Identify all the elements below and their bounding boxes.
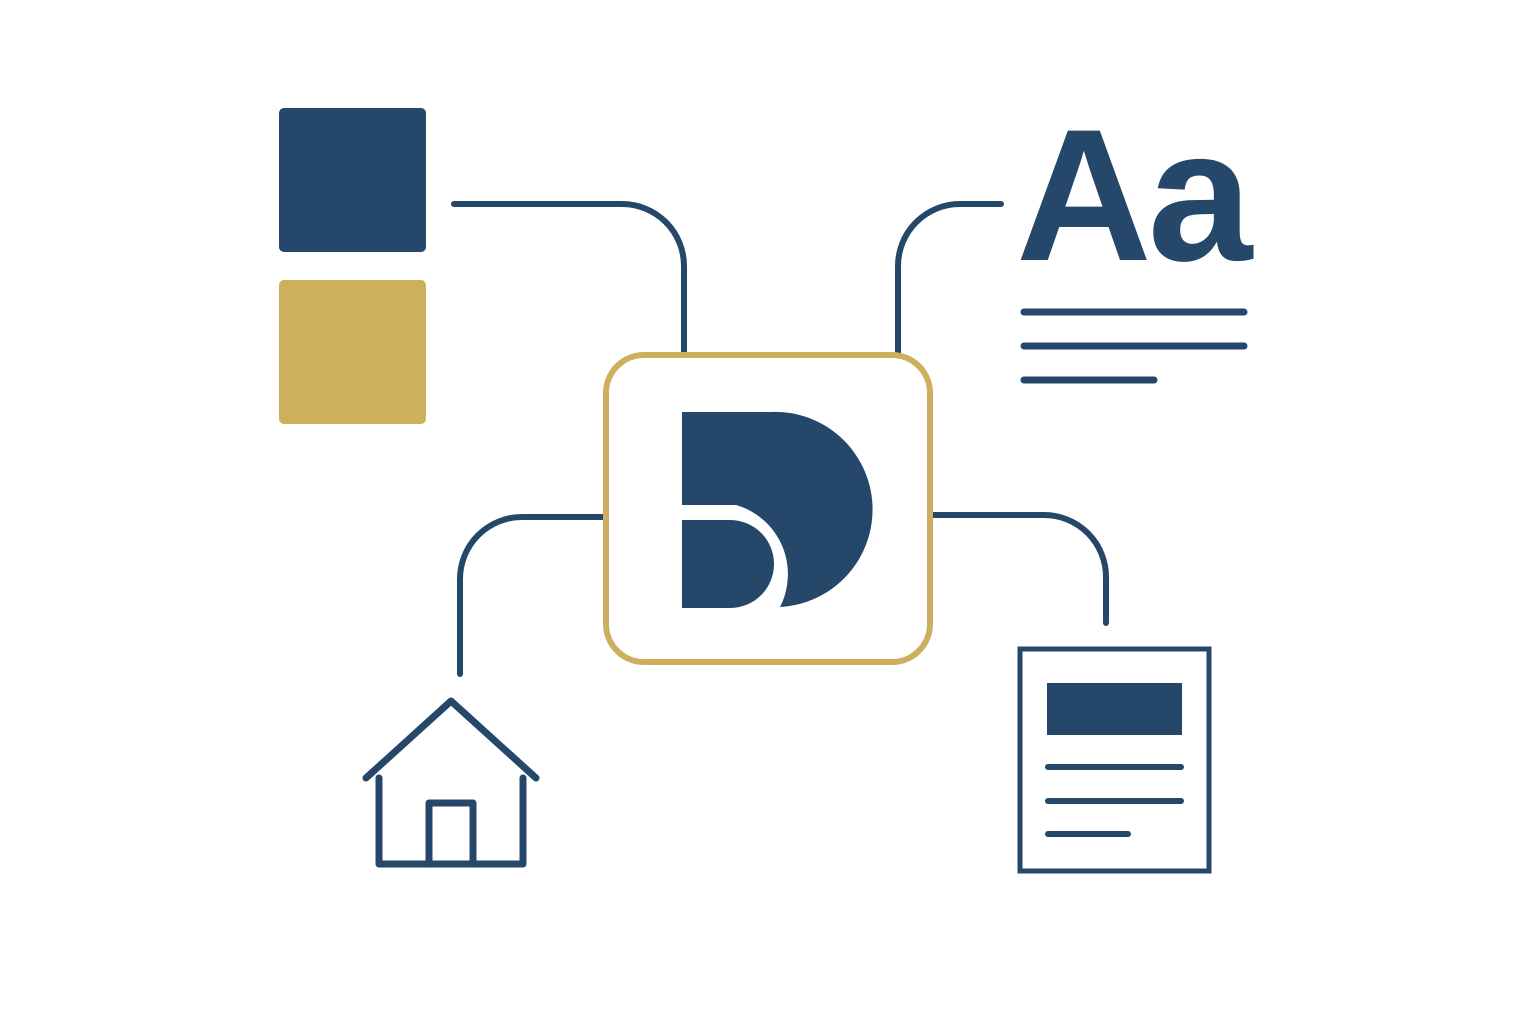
house-icon — [362, 697, 540, 868]
document-icon — [1017, 646, 1212, 874]
connectors — [451, 201, 1109, 677]
typography-sample-text: Aa — [1016, 90, 1254, 300]
center-logo-tile — [603, 352, 933, 665]
document-frame — [1017, 646, 1212, 874]
logo-upper-shape — [682, 411, 873, 607]
connector-color-palette — [451, 201, 687, 359]
color-swatches-icon — [279, 108, 426, 424]
connector-document — [927, 512, 1109, 626]
house-roof — [362, 697, 540, 782]
typography-icon: Aa — [1016, 90, 1258, 384]
connector-home — [457, 514, 609, 677]
house-door — [425, 799, 477, 868]
navy-swatch — [279, 108, 426, 252]
brand-logo-mark — [682, 411, 873, 608]
connector-typography — [895, 201, 1004, 359]
gold-swatch — [279, 280, 426, 424]
house-body — [375, 774, 527, 868]
document-header-block — [1047, 683, 1182, 735]
logo-lower-shape — [682, 520, 774, 608]
